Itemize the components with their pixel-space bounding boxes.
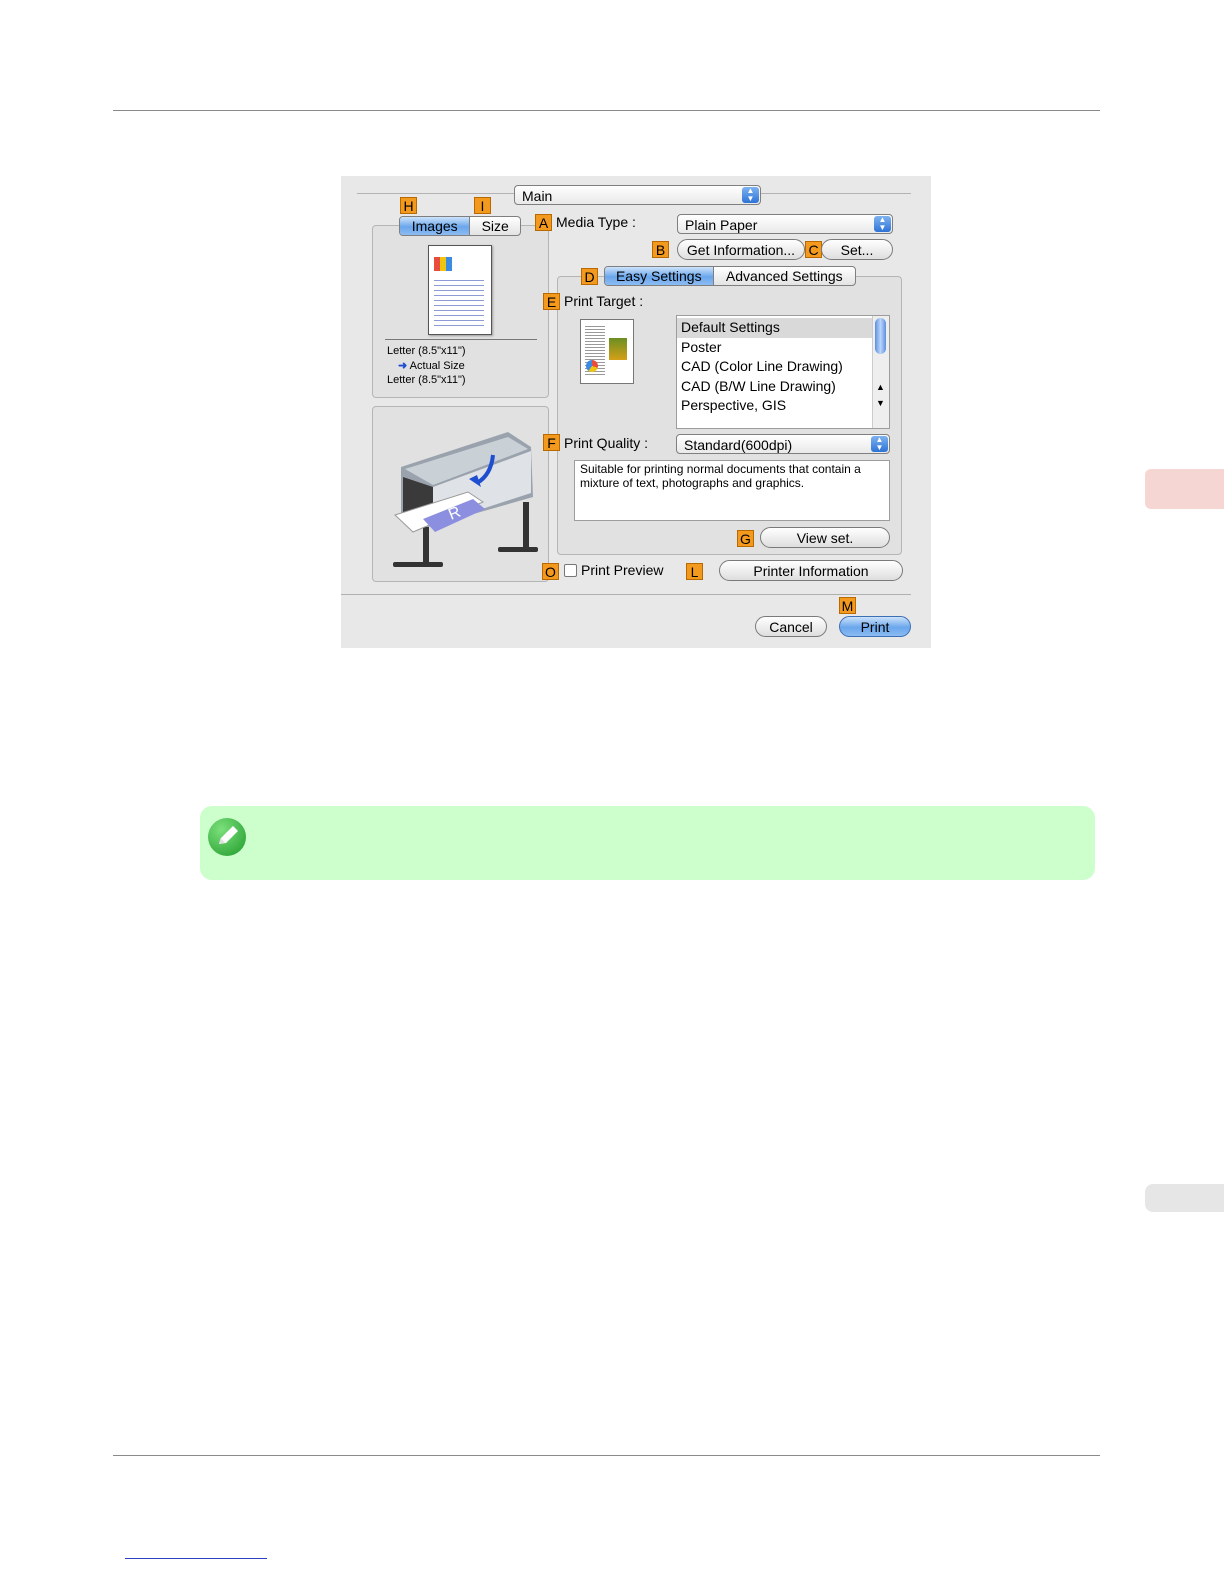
- header-rule: [113, 110, 1100, 111]
- callout-d: D: [581, 268, 598, 285]
- printer-image-group: R: [372, 406, 549, 582]
- print-target-item[interactable]: CAD (B/W Line Drawing): [681, 377, 836, 394]
- tab-easy-settings[interactable]: Easy Settings: [605, 267, 714, 285]
- thumbnail-color-block-icon: [434, 257, 452, 271]
- print-preview-checkbox[interactable]: [564, 564, 577, 577]
- scaling-value: Actual Size: [409, 360, 465, 372]
- print-target-item[interactable]: Perspective, GIS: [681, 397, 787, 413]
- popup-arrows-icon: ▲▼: [742, 187, 759, 203]
- scroll-down-arrow-icon[interactable]: ▼: [876, 398, 885, 408]
- printer-information-button[interactable]: Printer Information: [719, 560, 903, 581]
- thumb-chart-icon: [586, 360, 598, 372]
- scaling-line: ➜ Actual Size: [398, 359, 465, 372]
- preview-tabs: Images Size: [399, 216, 521, 236]
- print-target-item[interactable]: Poster: [681, 338, 722, 355]
- media-type-label: Media Type :: [556, 214, 636, 230]
- page-thumbnail: [428, 245, 492, 335]
- index-side-tab[interactable]: [1145, 1184, 1224, 1212]
- callout-e: E: [543, 293, 560, 310]
- tab-images[interactable]: Images: [400, 217, 471, 235]
- callout-o: O: [542, 563, 559, 580]
- popup-arrows-icon: ▲▼: [874, 216, 891, 232]
- cancel-button[interactable]: Cancel: [755, 616, 827, 637]
- panel-divider-right: [761, 193, 911, 194]
- quality-description: Suitable for printing normal documents t…: [574, 460, 890, 521]
- panel-popup-value: Main: [522, 188, 553, 204]
- callout-h: H: [400, 197, 417, 214]
- get-information-button[interactable]: Get Information...: [677, 239, 805, 260]
- tab-advanced-settings[interactable]: Advanced Settings: [725, 268, 843, 284]
- footer-separator: [341, 594, 911, 595]
- thumbnail-text-lines: [434, 276, 484, 328]
- output-size: Letter (8.5"x11"): [387, 374, 466, 386]
- settings-tabs: Easy Settings Advanced Settings: [604, 266, 856, 286]
- note-box: [200, 806, 1095, 880]
- quality-description-text: Suitable for printing normal documents t…: [580, 462, 861, 490]
- callout-g: G: [737, 530, 754, 547]
- print-quality-label: Print Quality :: [564, 435, 649, 451]
- printer-illustration: R: [393, 432, 538, 567]
- footer-rule: [113, 1455, 1100, 1456]
- source-size: Letter (8.5"x11"): [387, 345, 466, 357]
- print-button[interactable]: Print: [839, 616, 911, 637]
- thumb-photo-icon: [609, 338, 627, 360]
- print-target-thumbnail: [580, 319, 634, 384]
- popup-arrows-icon: ▲▼: [871, 436, 888, 452]
- media-type-popup[interactable]: Plain Paper ▲▼: [677, 214, 893, 234]
- callout-i: I: [474, 197, 491, 214]
- scroll-up-arrow-icon[interactable]: ▲: [876, 382, 885, 392]
- print-target-item[interactable]: CAD (Color Line Drawing): [681, 358, 843, 374]
- list-scrollbar[interactable]: ▲ ▼: [872, 316, 889, 428]
- callout-l: L: [686, 563, 703, 580]
- scroll-thumb[interactable]: [875, 318, 886, 354]
- note-pencil-icon: [208, 818, 246, 856]
- print-dialog: Main ▲▼ H I Images Size Letter (8.5"x11"…: [341, 176, 931, 648]
- down-arrow-icon: ➜: [398, 360, 408, 372]
- callout-b: B: [652, 241, 669, 258]
- set-button[interactable]: Set...: [821, 239, 893, 260]
- tab-size[interactable]: Size: [481, 218, 509, 234]
- footer-link-underline[interactable]: [125, 1558, 267, 1559]
- callout-m: M: [839, 597, 856, 614]
- print-preview-label: Print Preview: [581, 562, 664, 578]
- preview-divider: [385, 339, 537, 340]
- view-set-button[interactable]: View set.: [760, 527, 890, 548]
- print-target-label: Print Target :: [564, 293, 644, 309]
- chapter-side-tab[interactable]: [1145, 469, 1224, 509]
- callout-f: F: [543, 434, 560, 451]
- print-quality-popup[interactable]: Standard(600dpi) ▲▼: [676, 434, 890, 454]
- media-type-value: Plain Paper: [685, 217, 758, 233]
- print-quality-value: Standard(600dpi): [684, 437, 793, 453]
- callout-c: C: [805, 241, 822, 258]
- panel-popup[interactable]: Main ▲▼: [514, 185, 761, 205]
- panel-divider-left: [357, 193, 514, 194]
- print-target-item[interactable]: Default Settings: [677, 318, 873, 338]
- callout-a: A: [535, 214, 552, 231]
